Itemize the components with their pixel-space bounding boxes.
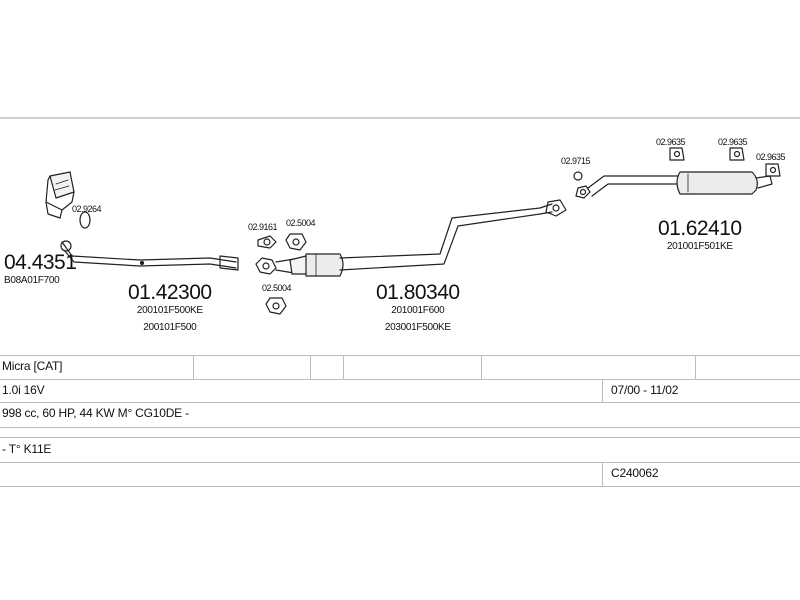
gasket-bottom-ref: 02.5004 (262, 283, 292, 293)
centre-silencer-part-group[interactable]: 01.80340 201001F600 203001F500KE (376, 282, 460, 333)
table-row-divider (0, 379, 800, 380)
rear-gasket-ring-icon (573, 171, 583, 181)
column-divider (343, 356, 344, 379)
catalyst-part-number[interactable]: 04.4351 (4, 251, 77, 274)
catalyst-gasket-ref: 02.9264 (72, 204, 102, 214)
rear-silencer-part-number[interactable]: 01.62410 (658, 217, 742, 240)
exhaust-drawing (45, 147, 781, 315)
table-row-divider (0, 437, 800, 438)
column-divider (310, 356, 311, 379)
vehicle-type: - T° K11E (2, 442, 52, 456)
hanger-ref-2: 02.9635 (718, 137, 748, 147)
front-pipe-part-number[interactable]: 01.42300 (128, 281, 212, 304)
vehicle-engine: 1.0i 16V (2, 383, 45, 397)
centre-silencer-drawing (255, 199, 567, 277)
front-pipe-ref-1: 200101F500KE (136, 305, 203, 316)
front-pipe-ref-2: 200101F500 (143, 321, 197, 333)
column-divider (602, 463, 603, 486)
rear-silencer-drawing (587, 171, 773, 197)
exhaust-diagram: 02.9264 04.4351 B08A01F700 01.42300 2001… (0, 118, 800, 354)
table-top-border (0, 355, 800, 356)
clamp-icon (257, 235, 277, 249)
vehicle-period: 07/00 - 11/02 (611, 383, 679, 397)
hanger-ref-3: 02.9635 (756, 152, 786, 162)
column-divider (695, 356, 696, 379)
front-pipe-part-group[interactable]: 01.42300 200101F500KE 200101F500 (128, 282, 212, 333)
table-row-divider (0, 427, 800, 428)
column-divider (481, 356, 482, 379)
rear-gasket-ref: 02.9715 (561, 156, 591, 166)
gasket-ring-icon (79, 211, 91, 229)
clamp-ref: 02.9161 (248, 222, 278, 232)
gasket-top-ref: 02.5004 (286, 218, 316, 228)
table-row-divider (0, 462, 800, 463)
front-pipe-drawing (60, 240, 239, 271)
rear-flange-icon (575, 185, 591, 199)
catalytic-converter-icon (45, 171, 75, 219)
centre-silencer-ref-2: 203001F500KE (384, 321, 451, 333)
centre-silencer-ref-1: 201001F600 (391, 305, 445, 316)
hanger-icon (729, 147, 745, 161)
rear-silencer-ref: 201001F501KE (666, 241, 733, 252)
vehicle-model: Micra [CAT] (2, 359, 63, 373)
table-row-divider (0, 402, 800, 403)
table-bottom-border (0, 486, 800, 487)
vehicle-spec: 998 cc, 60 HP, 44 KW M° CG10DE - (2, 406, 189, 420)
gasket-bottom-icon (265, 297, 287, 315)
hanger-ref-1: 02.9635 (656, 137, 686, 147)
vehicle-code: C240062 (611, 466, 659, 480)
column-divider (602, 380, 603, 402)
centre-silencer-part-number[interactable]: 01.80340 (376, 281, 460, 304)
hanger-icon (765, 163, 781, 177)
rear-silencer-part-group[interactable]: 01.62410 201001F501KE (658, 218, 742, 253)
hanger-icon (669, 147, 685, 161)
column-divider (193, 356, 194, 379)
diagram-top-border (0, 117, 800, 119)
catalyst-ref: B08A01F700 (4, 275, 60, 286)
gasket-top-icon (285, 233, 307, 251)
catalyst-part-group[interactable]: 04.4351 B08A01F700 (4, 251, 77, 287)
